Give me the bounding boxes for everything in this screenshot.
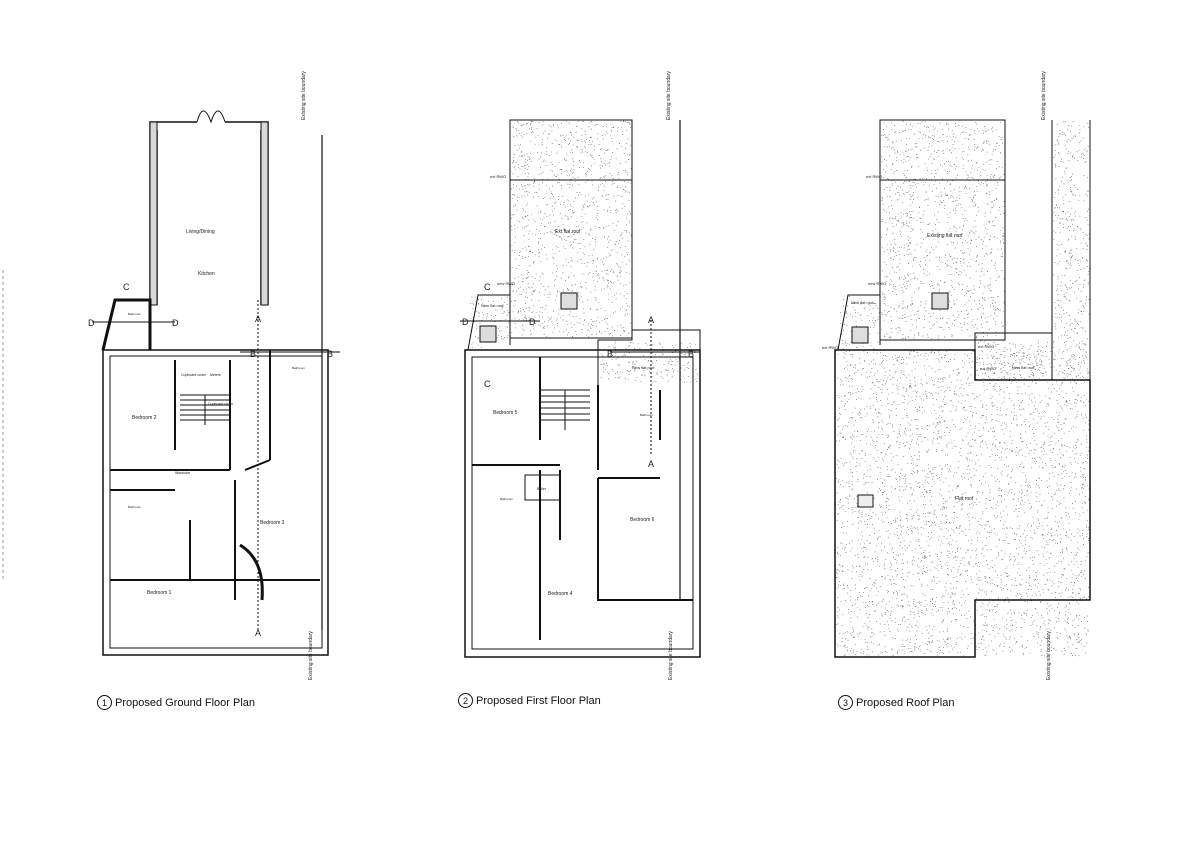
plan-title-first: 2 Proposed First Floor Plan [458,693,601,708]
stairs [540,389,590,430]
new-flat-roof-left [467,294,511,351]
room-label: Living/Dining [186,229,215,235]
rwp-label: new RWO [497,281,515,286]
rwp-label: ext RWO [978,344,994,349]
room-label: Wardrobe [175,471,190,475]
section-marker: B [688,349,694,359]
room-label: Bedroom 3 [260,520,285,526]
boundary-label: Existing site boundary [1046,631,1052,680]
section-marker: C [484,379,491,389]
room-label: Bedroom 1 [147,590,172,596]
plan-title-text: Proposed First Floor Plan [476,694,601,707]
roof-light [851,326,869,344]
roof-plan [834,119,1091,658]
rwp-label: ext RWO [822,345,838,350]
roof-light [931,292,949,310]
stipple-dots [511,120,632,338]
room-label: Cupboard under [208,402,234,406]
plan-title-roof: 3 Proposed Roof Plan [838,695,954,710]
interior-walls [110,350,320,600]
section-marker: A [255,628,261,638]
boundary-label: Existing site boundary [1041,71,1047,120]
bay-c [101,298,152,351]
room-label: New flat roof [481,303,504,308]
flat-roof-outline [834,349,1091,658]
ground-floor-labels: Living/Dining Kitchen Bedroom 2 Bedroom … [88,71,333,680]
new-flat-roof-left [837,294,881,351]
stairs [180,394,230,425]
room-label: Existing flat roof [927,233,963,239]
boundary-label: Existing site boundary [301,71,307,120]
room-label: Bedroom 6 [630,517,655,523]
roof-light [560,292,578,310]
house-outline [464,349,701,658]
door-arc [239,543,264,601]
stipple-dots [600,340,698,384]
room-label: Bedroom 5 [493,410,518,416]
extension-walls [149,121,269,305]
rwp-label: ext RWO [866,174,882,179]
roof-hatch [857,494,874,508]
section-marker: A [648,459,654,469]
room-label: New flat roof [632,365,655,370]
rwp-label: ext RWO [490,174,506,179]
room-label: New flat roof [1012,365,1035,370]
plan-number: 3 [838,695,853,710]
interior-walls [472,357,693,640]
extension-wall-right [260,121,269,306]
plan-title-text: Proposed Roof Plan [856,696,955,709]
section-marker: C [484,282,491,292]
room-label: Bathroom [128,505,142,509]
room-label: Boiler [537,487,547,491]
section-marker: A [255,314,261,324]
stipple-dots [1053,120,1090,380]
boundary-label: Existing site boundary [666,71,672,120]
rwp-label: ext RWO [980,366,996,371]
room-label: Cupboard under [181,373,207,377]
section-marker: A [648,315,654,325]
section-marker: B [327,349,333,359]
room-label: Kitchen [198,271,215,277]
stipple-dots [836,350,1090,657]
room-label: Bedroom 2 [132,415,157,421]
french-doors-icon [196,110,226,124]
room-label: Flat roof [955,496,974,502]
existing-flat-roof [879,119,1006,341]
room-label: Bathroom [640,413,654,417]
ground-floor-plan [92,110,340,656]
room-label: New flat roof [851,300,874,305]
section-marker: B [250,349,256,359]
stipple-dots [976,339,1052,380]
house-outline [102,349,329,656]
new-flat-roof-right [597,329,701,385]
roof-plan-labels: Existing flat roof New flat roof New fla… [822,71,1052,680]
plan-title-text: Proposed Ground Floor Plan [115,696,256,709]
room-label: Bathroom [292,366,306,370]
room-label: Bedroom 4 [548,591,573,597]
section-marker: D [88,318,95,328]
section-marker: B [607,349,613,359]
first-floor-labels: Ext flat roof New flat roof New flat roo… [462,71,694,680]
boiler-cupboard [524,474,561,501]
room-label: Ext flat roof [555,229,581,235]
first-floor-plan [460,119,701,658]
plan-title-ground: 1 Proposed Ground Floor Plan [97,695,255,710]
roof-light [479,325,497,343]
plan-number: 1 [97,695,112,710]
room-label: Bathroom [500,497,514,501]
room-label: Bathroom [128,312,142,316]
room-label: Meters [210,373,221,377]
section-marker: C [123,282,130,292]
extension-wall-left [149,121,158,306]
section-marker: D [172,318,179,328]
section-marker: D [529,317,536,327]
roof-stipple [470,120,1090,657]
plan-number: 2 [458,693,473,708]
ext-flat-roof [509,119,633,339]
house-inner [471,356,694,650]
section-marker: D [462,317,469,327]
boundary-label: Existing site boundary [668,631,674,680]
rwp-label: new RWO [868,281,886,286]
boundary-label: Existing site boundary [308,631,314,680]
